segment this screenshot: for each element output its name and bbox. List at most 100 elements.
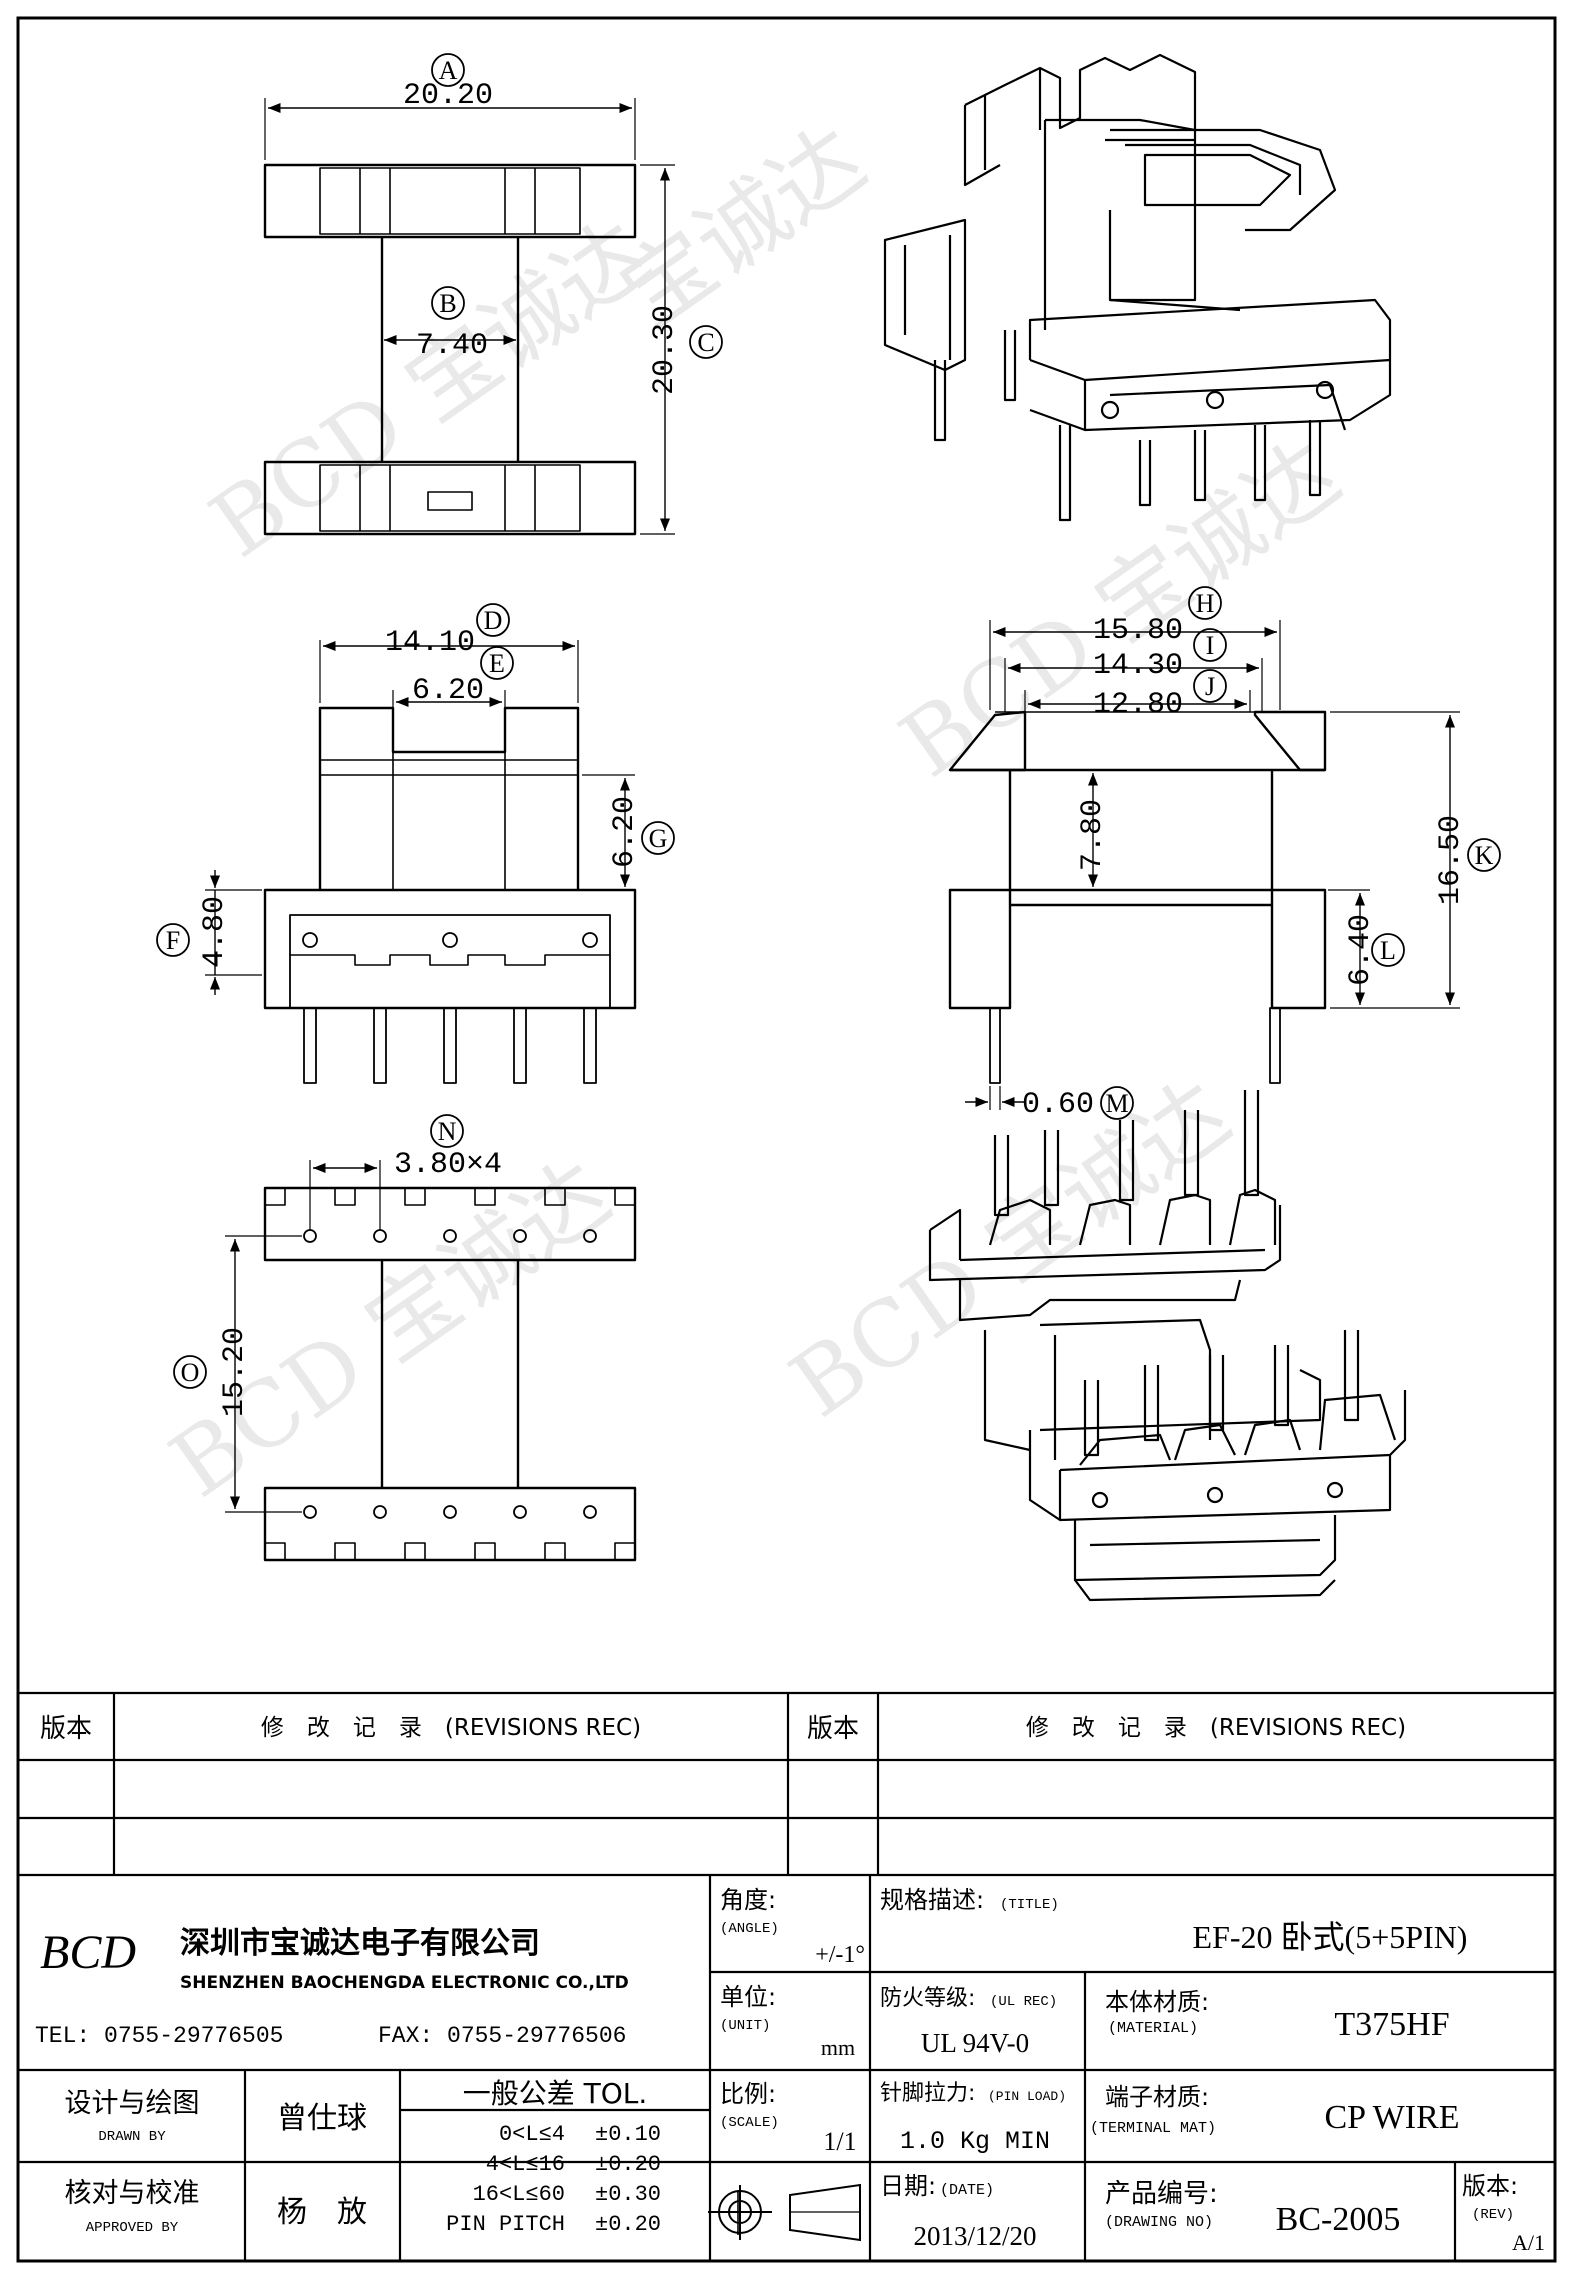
scale-label: 比例: <box>720 2080 776 2108</box>
company-tel: TEL: 0755-29776505 <box>35 2023 283 2049</box>
scale-label-en: (SCALE) <box>720 2115 779 2131</box>
tolerance-range-1: 0<L≤4 <box>499 2122 565 2147</box>
material-value: T375HF <box>1334 2006 1449 2043</box>
revisions-table <box>18 1691 1555 1877</box>
dim-f: 4.80 <box>198 896 232 968</box>
dimension-labels: A 20.20 B 7.40 C 20.30 D 14.10 E 6.20 G … <box>166 56 1494 1417</box>
date-value: 2013/12/20 <box>913 2221 1036 2251</box>
dim-c: 20.30 <box>648 305 682 395</box>
company-name-en: SHENZHEN BAOCHENGDA ELECTRONIC CO.,LTD <box>180 1973 629 1993</box>
company-block: BCD 深圳市宝诚达电子有限公司 SHENZHEN BAOCHENGDA ELE… <box>35 1926 629 2049</box>
tolerance-label: 一般公差 TOL. <box>463 2077 648 2110</box>
ul-value: UL 94V-0 <box>921 2028 1029 2058</box>
pin-pull-label: 针脚拉力: <box>880 2081 975 2106</box>
tag-i: I <box>1206 631 1215 660</box>
dim-i: 14.30 <box>1093 649 1183 683</box>
tag-n: N <box>438 1117 457 1146</box>
designer-label-en: DRAWN BY <box>98 2129 166 2145</box>
sheet-border <box>16 16 1557 2263</box>
front-view <box>156 603 675 1084</box>
dim-d: 14.10 <box>385 626 475 660</box>
terminal-value: CP WIRE <box>1324 2099 1459 2136</box>
company-logo: BCD <box>40 1926 136 1979</box>
rev-record-header-right: 修 改 记 录 (REVISIONS REC) <box>1026 1715 1406 1741</box>
tolerance-range-4: PIN PITCH <box>446 2212 565 2237</box>
terminal-label-en: (TERMINAL MAT) <box>1090 2120 1216 2137</box>
drawing-no-label-en: (DRAWING NO) <box>1105 2214 1213 2231</box>
dim-m: 0.60 <box>1022 1088 1094 1122</box>
tag-f: F <box>166 926 180 955</box>
side-view <box>948 586 1501 1120</box>
top-view <box>263 53 723 536</box>
tag-o: O <box>181 1358 200 1387</box>
rev-version-header-left: 版本 <box>40 1714 92 1744</box>
title-value: EF-20 卧式(5+5PIN) <box>1193 1919 1468 1955</box>
tag-m: M <box>1105 1089 1128 1118</box>
unit-label: 单位: <box>720 1983 776 2011</box>
checker-label: 核对与校准 <box>65 2178 200 2209</box>
ul-label: 防火等级: <box>880 1986 975 2011</box>
tolerance-value-1: ±0.10 <box>595 2122 661 2147</box>
company-fax: FAX: 0755-29776506 <box>378 2023 626 2049</box>
tolerance-value-2: ±0.20 <box>595 2152 661 2177</box>
title-label-en: (TITLE) <box>1000 1897 1059 1913</box>
tag-k: K <box>1475 841 1494 870</box>
tolerance-table: 0<L≤4 ±0.10 4<L≤16 ±0.20 16<L≤60 ±0.30 P… <box>446 2122 661 2237</box>
tag-a: A <box>439 56 458 85</box>
isometric-view-bottom <box>928 1090 1407 1602</box>
title-label: 规格描述: <box>880 1886 984 1914</box>
pin-pull-label-en: (PIN LOAD) <box>988 2089 1066 2104</box>
tolerance-value-3: ±0.30 <box>595 2182 661 2207</box>
unit-value: mm <box>821 2035 855 2060</box>
scale-value: 1/1 <box>823 2127 856 2156</box>
tag-d: D <box>484 606 503 635</box>
designer-label: 设计与绘图 <box>65 2088 200 2119</box>
tag-j: J <box>1205 672 1215 701</box>
rev-value: A/1 <box>1512 2230 1545 2255</box>
checker-label-en: APPROVED BY <box>86 2220 179 2236</box>
rev-label: 版本: <box>1462 2172 1518 2200</box>
tolerance-range-2: 4<L≤16 <box>486 2152 565 2177</box>
bottom-view <box>173 1114 637 1562</box>
dim-n: 3.80×4 <box>394 1148 502 1182</box>
drawing-no-label: 产品编号: <box>1105 2179 1218 2209</box>
svg-text:BCD 宝诚达: BCD 宝诚达 <box>192 201 668 578</box>
unit-label-en: (UNIT) <box>720 2018 770 2034</box>
dim-inner: 7.80 <box>1076 799 1110 871</box>
tag-g: G <box>649 824 668 853</box>
dim-b: 7.40 <box>416 329 488 363</box>
tag-e: E <box>489 649 505 678</box>
tolerance-range-3: 16<L≤60 <box>473 2182 565 2207</box>
date-label: 日期: <box>880 2172 936 2200</box>
dim-h: 15.80 <box>1093 614 1183 648</box>
rev-label-en: (REV) <box>1472 2207 1514 2223</box>
dim-j: 12.80 <box>1093 688 1183 722</box>
dim-k: 16.50 <box>1434 815 1468 905</box>
dim-g: 6.20 <box>608 796 642 868</box>
rev-version-header-right: 版本 <box>807 1714 859 1744</box>
tag-b: B <box>439 289 456 318</box>
pin-pull-value: 1.0 Kg MIN <box>900 2127 1050 2156</box>
svg-text:宝诚达: 宝诚达 <box>602 107 883 348</box>
material-label-en: (MATERIAL) <box>1108 2020 1198 2037</box>
angle-label: 角度: <box>720 1886 776 1914</box>
designer-name: 曾仕球 <box>277 2101 367 2136</box>
terminal-label: 端子材质: <box>1105 2083 1209 2111</box>
material-label: 本体材质: <box>1105 1988 1209 2016</box>
drawing-no-value: BC-2005 <box>1276 2201 1401 2238</box>
tag-h: H <box>1196 589 1215 618</box>
dim-e: 6.20 <box>412 674 484 708</box>
tag-c: C <box>697 328 714 357</box>
dim-l: 6.40 <box>1344 914 1378 986</box>
svg-text:BCD 宝诚达: BCD 宝诚达 <box>882 421 1358 798</box>
svg-text:BCD 宝诚达: BCD 宝诚达 <box>772 1061 1248 1438</box>
isometric-view-top <box>883 53 1392 522</box>
rev-record-header-left: 修 改 记 录 (REVISIONS REC) <box>261 1715 641 1741</box>
dim-a: 20.20 <box>403 79 493 113</box>
watermark: BCD 宝诚达 BCD 宝诚达 BCD 宝诚达 BCD 宝诚达 宝诚达 <box>152 107 1358 1518</box>
angle-label-en: (ANGLE) <box>720 1921 779 1937</box>
checker-name: 杨 放 <box>277 2195 367 2230</box>
projection-symbol <box>708 2183 861 2242</box>
date-label-en: (DATE) <box>940 2182 994 2199</box>
